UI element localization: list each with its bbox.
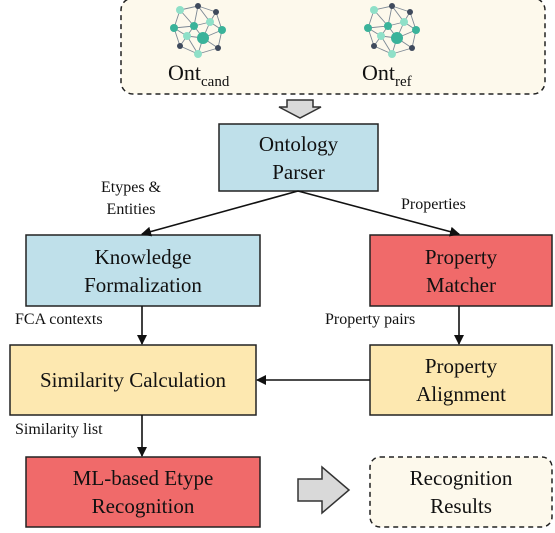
hollow-right-arrow	[297, 465, 351, 515]
similarity-calculation-box	[9, 344, 257, 416]
property-alignment-box	[369, 344, 553, 416]
knowledge-formalization-box	[25, 234, 261, 307]
edge-label-property-pairs: Property pairs	[325, 311, 416, 328]
ont-cand-label: Ontcand	[168, 60, 230, 90]
ont-ref-label: Ontref	[362, 60, 412, 90]
edge-label-similarity-list: Similarity list	[15, 421, 103, 438]
recognition-results-box	[369, 456, 553, 528]
arrow-parser-to-matcher	[297, 190, 460, 237]
arrow-parser-to-formalization	[141, 190, 299, 237]
ontology-input-container	[120, 0, 546, 95]
ml-etype-recognition-box	[25, 456, 261, 528]
edge-label-properties: Properties	[401, 196, 466, 213]
network-icon	[364, 3, 420, 58]
property-matcher-box	[369, 234, 553, 307]
network-icon	[170, 3, 226, 58]
ontology-parser-box	[218, 123, 379, 192]
similarity-calculation-label: Similarity Calculation	[39, 368, 227, 392]
edge-label-fca-contexts: FCA contexts	[15, 311, 103, 328]
edge-label-etypes-entities: Etypes & Entities	[101, 179, 161, 218]
hollow-down-arrow	[278, 99, 322, 119]
